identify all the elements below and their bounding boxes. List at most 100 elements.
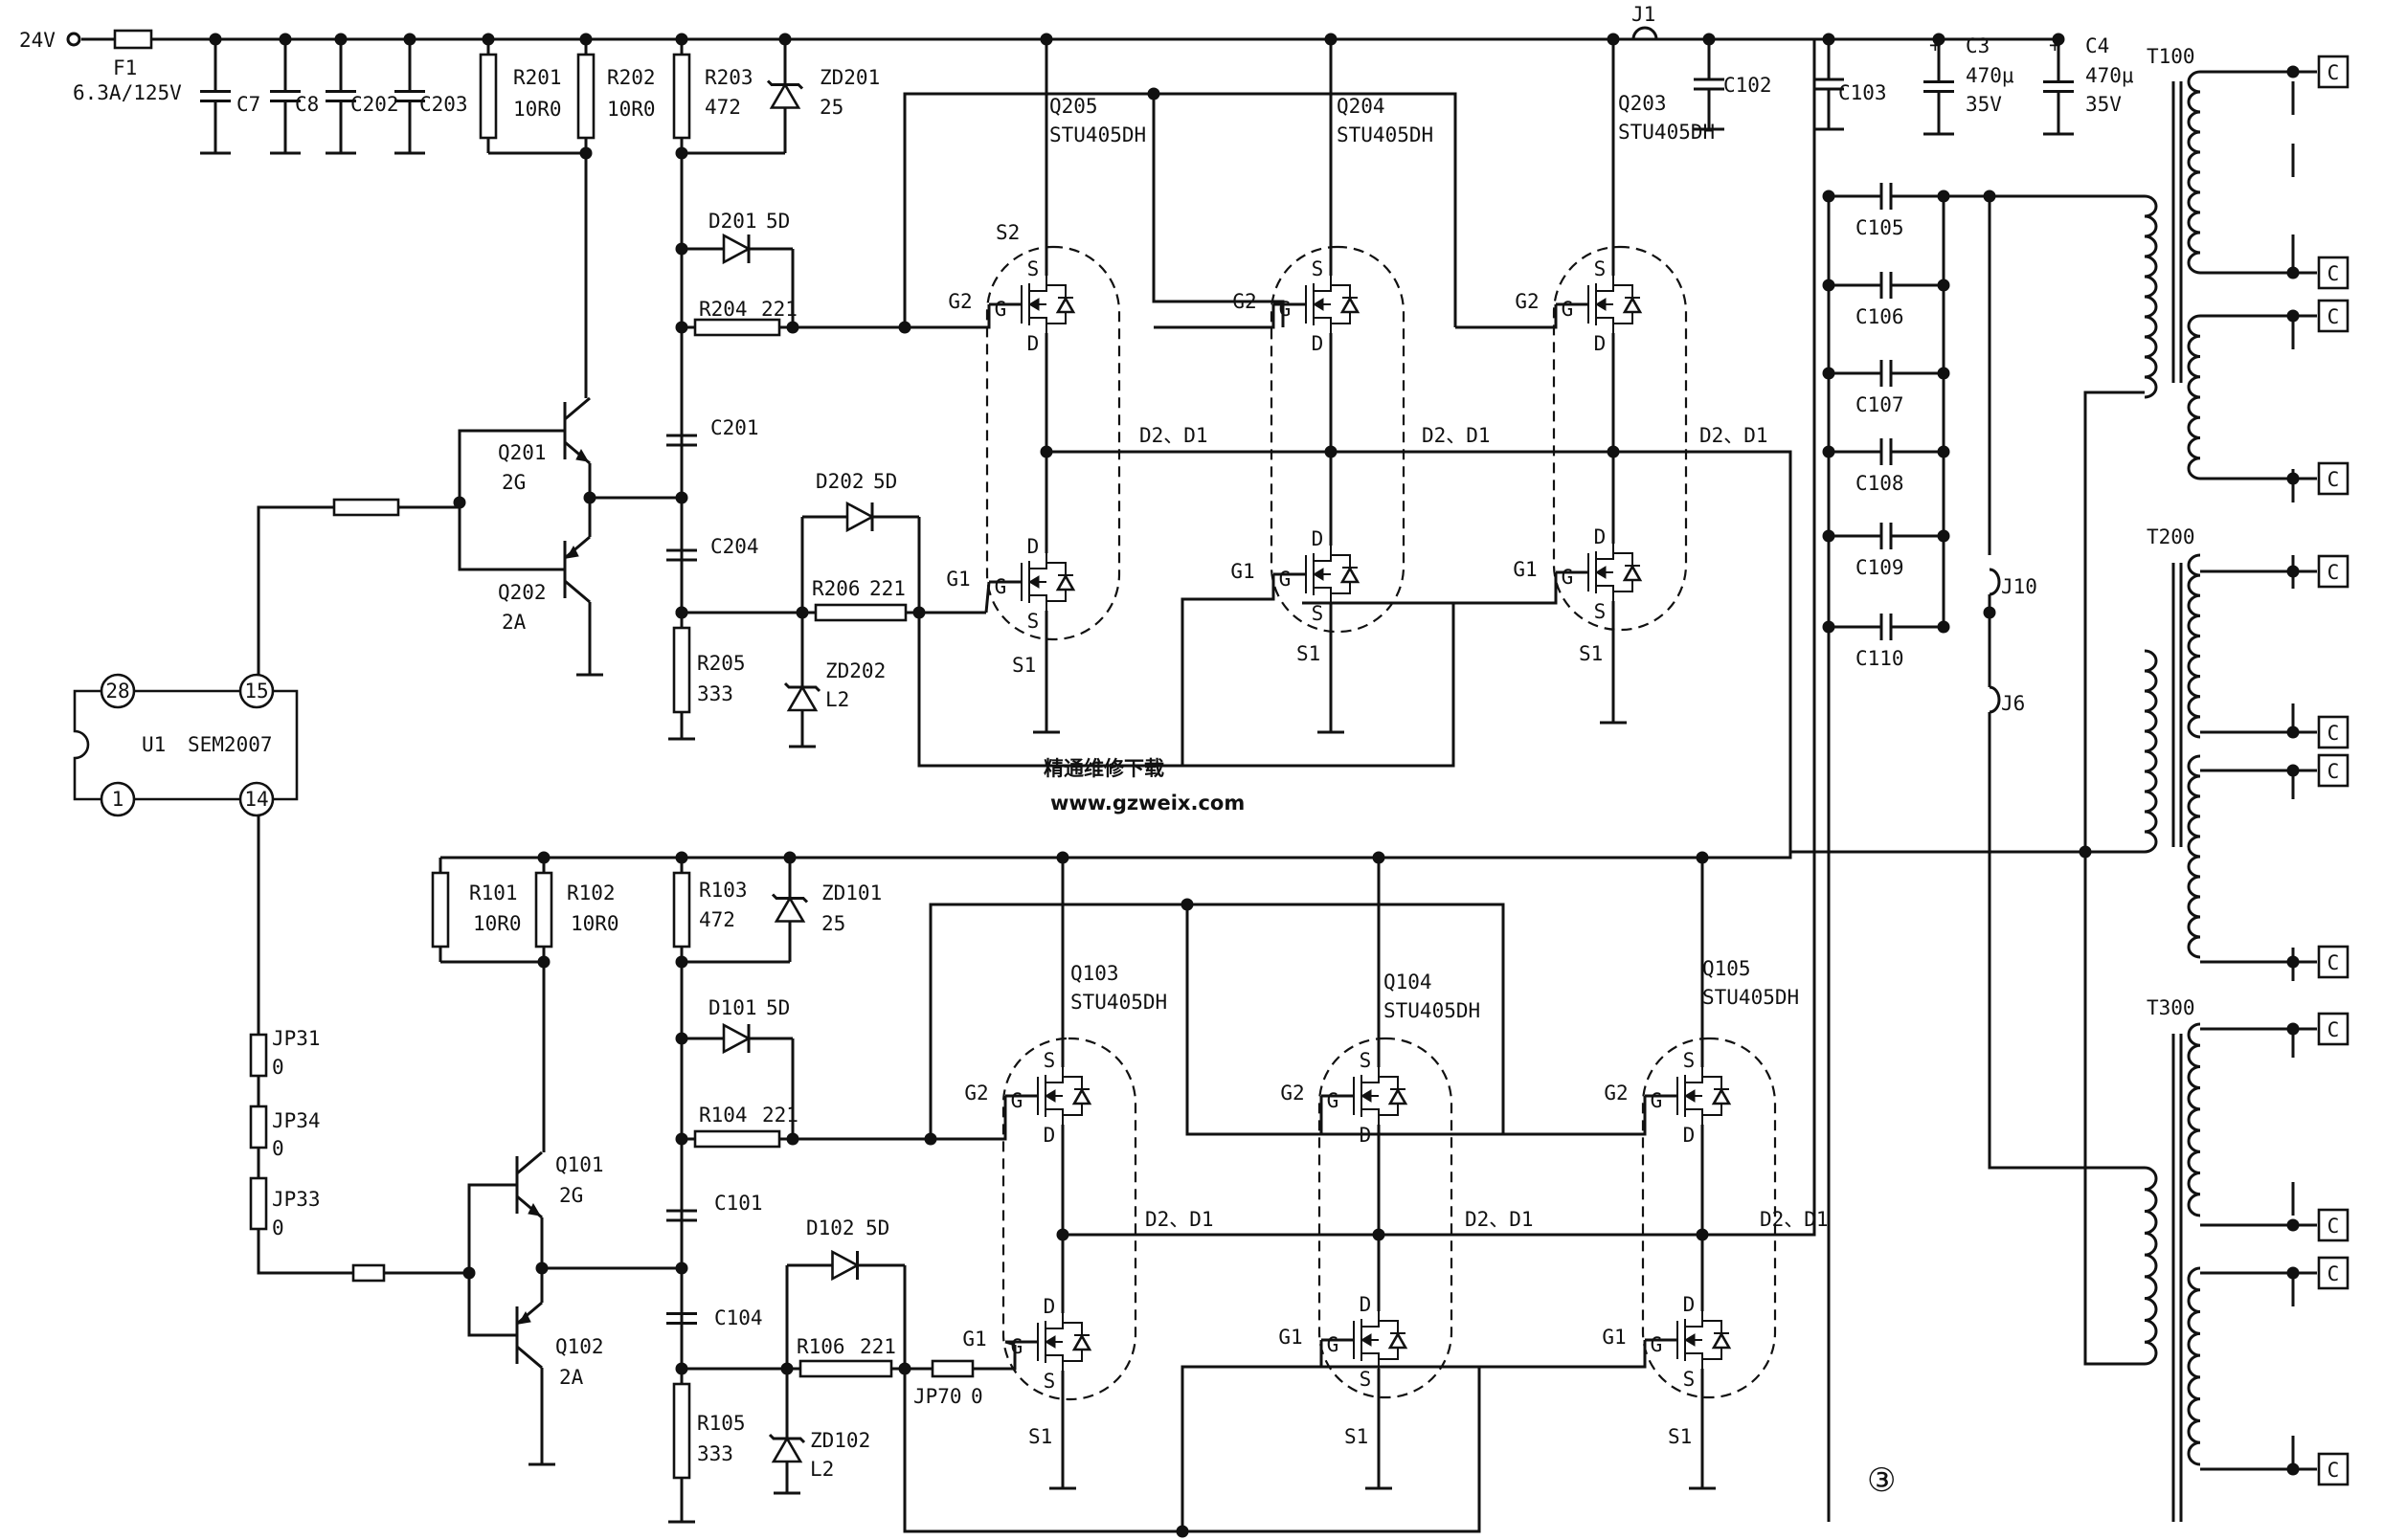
mosfet-package-outline [1001, 1037, 1137, 1401]
wire [1766, 452, 1792, 859]
ic-pin-number: 14 [244, 788, 268, 811]
pin-label: D [1027, 535, 1040, 558]
resistor-value: 221 [869, 577, 906, 600]
resistor-value: 472 [705, 96, 741, 119]
capacitor-resonant [1829, 523, 1944, 549]
wire [917, 601, 1455, 768]
pin-label: G [1562, 298, 1574, 321]
zener-zd202 [783, 651, 821, 747]
capacitor-ref: C4 [2085, 34, 2109, 57]
resistor-r203 [672, 39, 691, 153]
connector-c: C [2286, 461, 2350, 496]
pin-label: S [1594, 257, 1607, 280]
plus-sign: + [2049, 33, 2061, 56]
capacitor-value: 470μ [1966, 64, 2014, 87]
junction-dot [1147, 87, 1160, 100]
transformer-winding [2187, 754, 2201, 959]
capacitor-ref: C204 [710, 535, 759, 558]
capacitor-resonant [1829, 272, 1944, 299]
capacitor-ref: C203 [419, 93, 468, 116]
resistor-ref: R204 [699, 298, 748, 321]
wire [793, 92, 1285, 329]
diode-d201 [682, 233, 793, 265]
connector-c: C [2286, 55, 2350, 89]
capacitor-ref: C3 [1966, 34, 1990, 57]
gate-label: G1 [1513, 558, 1537, 581]
jumper-ref: J10 [2001, 575, 2037, 598]
resistor-ref: R103 [699, 879, 748, 902]
pin-label: D [1594, 332, 1607, 355]
transistor-q202 [563, 535, 591, 604]
wire [1181, 574, 1275, 766]
pin-label: S [1027, 610, 1040, 633]
diode-value: 5D [873, 470, 897, 493]
resistor-r205 [672, 613, 691, 727]
resistor-ref: R202 [607, 66, 656, 89]
transformer [2171, 563, 2183, 847]
pin-label: D [1027, 332, 1040, 355]
zener-value: 25 [821, 912, 845, 935]
figure-mark: ③ [1867, 1462, 1896, 1500]
resistor-ref: R206 [812, 577, 861, 600]
mosfet-upper [1021, 276, 1076, 333]
capacitor-voltage: 35V [2085, 93, 2122, 116]
jumper-value: 0 [272, 1137, 284, 1160]
source-label: S1 [1579, 642, 1603, 665]
zener-value: 25 [820, 96, 843, 119]
pin-label: G [1011, 1089, 1023, 1112]
pin-label: S [1360, 1049, 1372, 1072]
capacitor-ref: C101 [714, 1192, 763, 1215]
resistor-value: 472 [699, 908, 735, 931]
mosfet-part: STU405DH [1618, 121, 1715, 144]
transistor-ref: Q101 [555, 1153, 604, 1176]
connector-label: C [2327, 61, 2340, 84]
resistor-ref: R102 [567, 882, 616, 904]
pin-label: S [1044, 1049, 1056, 1072]
gate-label: G2 [948, 290, 972, 313]
diode-ref: D101 [708, 996, 757, 1019]
node-label: D2、D1 [1145, 1208, 1214, 1231]
wire [1063, 39, 1816, 1237]
wire [793, 903, 1505, 1141]
junction-dot [2286, 764, 2300, 777]
pin-label: G [1279, 298, 1292, 321]
mosfet-ref: Q105 [1702, 957, 1751, 980]
junction-dot [2286, 266, 2300, 279]
fuse-f1 [113, 29, 153, 50]
transformer-winding [2187, 1266, 2201, 1466]
connector-c: C [2286, 554, 2350, 589]
wire [467, 1183, 517, 1337]
pin-label: G [995, 575, 1007, 598]
gate-label: G2 [964, 1082, 988, 1105]
junction-dot [2286, 1462, 2300, 1476]
pin-label: G [1562, 566, 1574, 589]
gate-label: G2 [1280, 1082, 1304, 1105]
supply-label: 24V [19, 29, 56, 52]
connector-label: C [2327, 1018, 2340, 1041]
transformer-winding [2144, 1166, 2158, 1366]
capacitor-ref: C102 [1723, 74, 1772, 97]
pin-label: G [1651, 1089, 1663, 1112]
capacitor-ref: C201 [710, 416, 759, 439]
fuse-value: 6.3A/125V [73, 81, 182, 104]
resistor-ref: R105 [697, 1412, 746, 1435]
connector-c: C [2286, 945, 2350, 979]
gate-label: G2 [1515, 290, 1539, 313]
resistor-ref: R104 [699, 1104, 748, 1127]
mosfet-package-outline [1552, 245, 1688, 632]
transistor-value: 2A [502, 611, 527, 634]
connector-label: C [2327, 1215, 2340, 1238]
zener-zd201 [766, 39, 804, 153]
transistor-value: 2A [559, 1366, 584, 1389]
diode-value: 5D [866, 1216, 889, 1239]
resistor-ref: R203 [705, 66, 753, 89]
mosfet-package-outline [1317, 1037, 1453, 1399]
capacitor-value: 470μ [2085, 64, 2134, 87]
capacitor-c102 [1694, 39, 1724, 129]
junction-dot [2286, 1022, 2300, 1036]
wire [903, 1365, 1481, 1533]
gate-label: G1 [946, 568, 970, 591]
gate-label: G1 [1278, 1326, 1302, 1349]
capacitor-resonant [1829, 360, 1944, 387]
zener-ref: ZD202 [825, 659, 886, 682]
